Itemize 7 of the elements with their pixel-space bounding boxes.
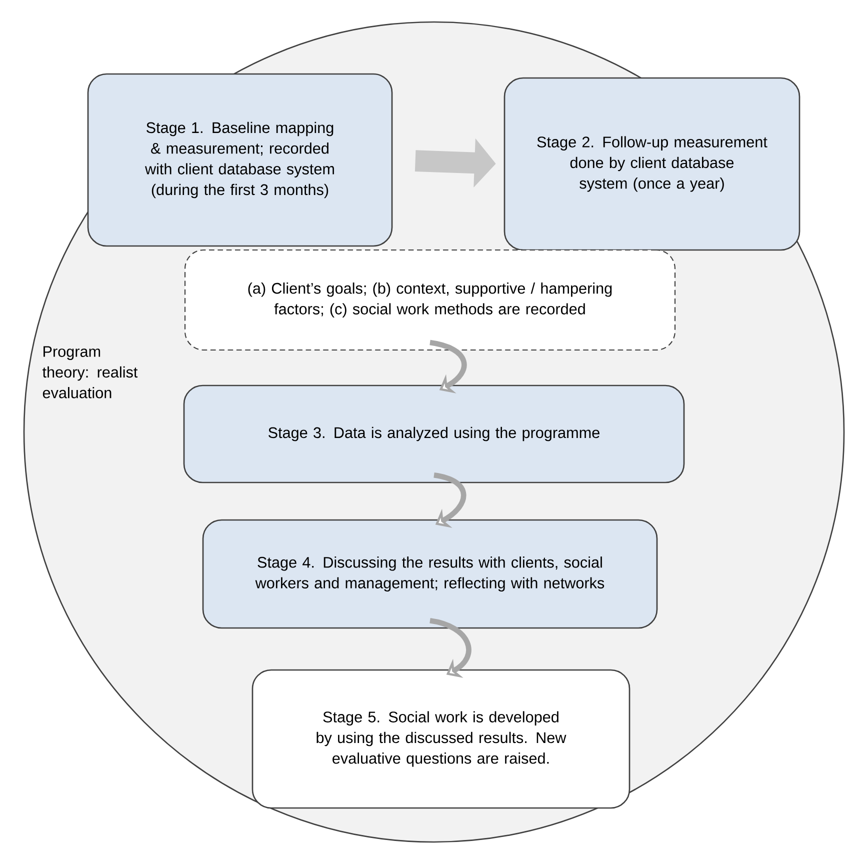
dashed-box: (a) Client’s goals; (b) context, supportive / hampering factors; (c) social work methods are recorded <box>184 249 676 351</box>
stage-box: Stage 1. Baseline mapping & measurement; recorded with client database system (during the first 3 months) <box>87 73 393 247</box>
stage-box: Stage 4. Discussing the results with clients, social workers and management; reflecting with networks <box>202 519 658 629</box>
stage-box: Stage 2. Follow-up measurement done by client database system (once a year) <box>504 77 800 251</box>
stage-box: Stage 3. Data is analyzed using the programme <box>183 384 685 484</box>
curved-arrow <box>434 472 466 528</box>
stage-box: Stage 5. Social work is developed by using the discussed results. New evaluative questions are raised. <box>252 669 630 809</box>
